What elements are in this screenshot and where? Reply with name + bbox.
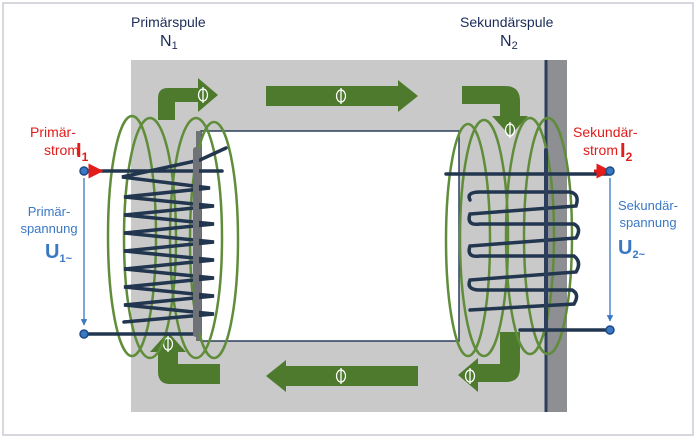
primary-voltage-index: 1~ [59, 253, 72, 265]
secondary-coil-label: Sekundärspule [460, 14, 554, 30]
primary-turns-symbol: N [160, 33, 172, 50]
secondary-current-index: 2 [625, 150, 633, 164]
primary-current-label-line2: strom [44, 142, 79, 158]
secondary-voltage-label-line1: Sekundär- [618, 198, 678, 213]
primary-coil-label: Primärspule [131, 14, 206, 30]
core-window [200, 130, 460, 342]
primary-terminal-top [79, 166, 89, 176]
primary-voltage-symbol: U1~ [45, 242, 72, 265]
secondary-voltage-symbol: U2~ [618, 238, 645, 261]
primary-terminal-bottom [79, 329, 89, 339]
secondary-terminal-bottom [605, 325, 615, 335]
primary-current-label-line1: Primär- [30, 124, 76, 140]
secondary-current-label-line1: Sekundär- [573, 124, 638, 140]
secondary-winding [444, 148, 612, 332]
primary-current-letter: I [76, 140, 82, 162]
terminals [79, 166, 615, 339]
secondary-terminal-top [605, 166, 615, 176]
flux-arrow-top [266, 80, 418, 112]
secondary-current-symbol: I2 [620, 141, 632, 163]
secondary-turns-symbol: N [500, 33, 512, 50]
secondary-current-letter: I [620, 140, 626, 162]
secondary-coil-rings [444, 116, 574, 358]
secondary-voltage-label-line2: spannung [619, 215, 677, 230]
secondary-voltage-letter: U [618, 237, 633, 259]
secondary-current-label-line2: strom [583, 142, 618, 158]
secondary-voltage-index: 2~ [632, 249, 645, 261]
primary-winding [84, 146, 228, 337]
flux-arrow-bottom [266, 360, 418, 392]
primary-voltage-label-line2: spannung [20, 221, 78, 236]
primary-voltage-label-line1: Primär- [27, 204, 71, 219]
secondary-turns-index: 2 [511, 40, 518, 52]
secondary-turns: N2 [500, 34, 518, 52]
primary-voltage-letter: U [45, 241, 60, 263]
primary-current-index: 1 [81, 150, 89, 164]
flux-arrow-top-right [462, 86, 528, 136]
primary-current-symbol: I1 [76, 141, 88, 163]
primary-turns-index: 1 [171, 40, 178, 52]
flux-arrow-bottom-right [458, 332, 520, 392]
primary-turns: N1 [160, 34, 178, 52]
